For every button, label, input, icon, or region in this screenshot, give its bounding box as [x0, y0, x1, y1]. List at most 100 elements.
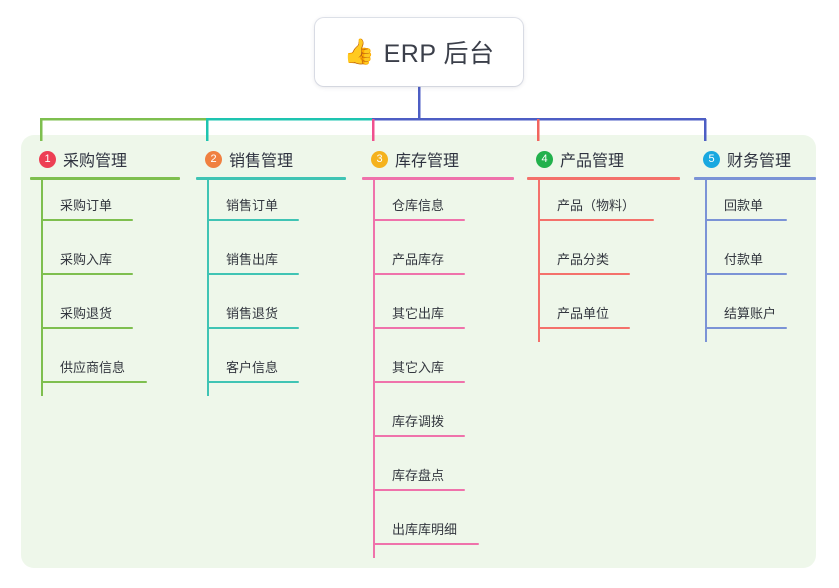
branch-item-rule [41, 273, 133, 275]
branch-item[interactable]: 采购订单 [30, 180, 180, 234]
branch-item[interactable]: 出库库明细 [362, 504, 514, 558]
branch-item-label: 其它出库 [392, 306, 445, 321]
branch-column-3: 3 库存管理仓库信息产品库存其它出库其它入库库存调拨库存盘点出库库明细 [362, 148, 514, 558]
branch-number-badge: 2 [205, 150, 222, 168]
branch-item-label: 产品单位 [557, 306, 610, 321]
branch-item-label: 采购退货 [60, 306, 113, 321]
branch-item[interactable]: 产品库存 [362, 234, 514, 288]
branch-item[interactable]: 采购退货 [30, 288, 180, 342]
branch-column-5: 5 财务管理回款单付款单结算账户 [694, 148, 816, 342]
branch-item-label: 销售订单 [226, 198, 279, 213]
branch-item[interactable]: 其它出库 [362, 288, 514, 342]
branch-items: 回款单付款单结算账户 [694, 180, 816, 342]
branch-item-rule [373, 273, 465, 275]
branch-trunk-line [41, 180, 43, 396]
branch-item[interactable]: 供应商信息 [30, 342, 180, 396]
branch-number-badge: 4 [536, 150, 553, 168]
branch-item-rule [41, 381, 147, 383]
branch-item-rule [373, 489, 465, 491]
branch-item-rule [373, 327, 465, 329]
branch-item[interactable]: 结算账户 [694, 288, 816, 342]
diagram-background-panel [21, 135, 816, 568]
branch-item-rule [41, 327, 133, 329]
branch-item-label: 仓库信息 [392, 198, 445, 213]
branch-number-badge: 3 [371, 150, 388, 168]
branch-trunk-line [538, 180, 540, 342]
branch-item-label: 出库库明细 [392, 522, 458, 537]
branch-number-badge: 1 [39, 150, 56, 168]
branch-item[interactable]: 采购入库 [30, 234, 180, 288]
branch-items: 产品（物料） 产品分类产品单位 [527, 180, 680, 342]
branch-header-5[interactable]: 5 财务管理 [694, 148, 816, 170]
branch-item-rule [705, 273, 787, 275]
branch-item-rule [373, 435, 465, 437]
branch-column-1: 1 采购管理采购订单采购入库采购退货供应商信息 [30, 148, 180, 396]
thumbs-up-icon: 👍 [343, 37, 375, 66]
branch-item-label: 结算账户 [724, 306, 777, 321]
branch-item[interactable]: 产品（物料） [527, 180, 680, 234]
branch-header-rule [694, 177, 816, 180]
branch-item-label: 回款单 [724, 198, 764, 213]
branch-item[interactable]: 销售出库 [196, 234, 346, 288]
branch-header-rule [527, 177, 680, 180]
branch-item[interactable]: 回款单 [694, 180, 816, 234]
branch-item-rule [538, 273, 630, 275]
branch-column-4: 4 产品管理产品（物料） 产品分类产品单位 [527, 148, 680, 342]
branch-header-rule [30, 177, 180, 180]
branch-item-label: 供应商信息 [60, 360, 126, 375]
branch-title: 产品管理 [560, 153, 625, 170]
branch-item-rule [207, 273, 299, 275]
branch-item[interactable]: 仓库信息 [362, 180, 514, 234]
branch-item-label: 采购入库 [60, 252, 113, 267]
branch-item-label: 产品分类 [557, 252, 610, 267]
branch-item-label: 其它入库 [392, 360, 445, 375]
branch-item[interactable]: 其它入库 [362, 342, 514, 396]
branch-header-2[interactable]: 2 销售管理 [196, 148, 346, 170]
branch-item-label: 付款单 [724, 252, 764, 267]
branch-title: 采购管理 [63, 153, 128, 170]
branch-item[interactable]: 产品单位 [527, 288, 680, 342]
branch-items: 仓库信息产品库存其它出库其它入库库存调拨库存盘点出库库明细 [362, 180, 514, 558]
branch-header-1[interactable]: 1 采购管理 [30, 148, 180, 170]
root-node-erp-backend[interactable]: 👍 ERP 后台 [315, 18, 523, 86]
branch-item-label: 产品库存 [392, 252, 445, 267]
branch-item-rule [538, 219, 654, 221]
branch-column-2: 2 销售管理销售订单销售出库销售退货客户信息 [196, 148, 346, 396]
branch-item[interactable]: 产品分类 [527, 234, 680, 288]
branch-item-label: 产品（物料） [557, 198, 636, 213]
branch-items: 销售订单销售出库销售退货客户信息 [196, 180, 346, 396]
branch-title: 财务管理 [727, 153, 792, 170]
branch-items: 采购订单采购入库采购退货供应商信息 [30, 180, 180, 396]
branch-item-rule [705, 327, 787, 329]
branch-item[interactable]: 库存调拨 [362, 396, 514, 450]
root-node-label: ERP 后台 [383, 40, 495, 68]
branch-item[interactable]: 付款单 [694, 234, 816, 288]
branch-header-rule [196, 177, 346, 180]
branch-item-label: 销售出库 [226, 252, 279, 267]
branch-item-rule [41, 219, 133, 221]
branch-number-badge: 5 [703, 150, 720, 168]
branch-item-rule [373, 381, 465, 383]
branch-title: 销售管理 [229, 153, 294, 170]
branch-trunk-line [373, 180, 375, 558]
branch-item-label: 库存调拨 [392, 414, 445, 429]
branch-item[interactable]: 库存盘点 [362, 450, 514, 504]
branch-item-rule [538, 327, 630, 329]
branch-item-rule [207, 327, 299, 329]
branch-item-rule [207, 381, 299, 383]
branch-item[interactable]: 销售订单 [196, 180, 346, 234]
branch-item-label: 客户信息 [226, 360, 279, 375]
branch-item-rule [373, 219, 465, 221]
branch-item-label: 库存盘点 [392, 468, 445, 483]
branch-item[interactable]: 客户信息 [196, 342, 346, 396]
branch-item-label: 采购订单 [60, 198, 113, 213]
branch-item-rule [705, 219, 787, 221]
branch-item-rule [373, 543, 479, 545]
branch-trunk-line [705, 180, 707, 342]
branch-trunk-line [207, 180, 209, 396]
branch-title: 库存管理 [395, 153, 460, 170]
branch-header-3[interactable]: 3 库存管理 [362, 148, 514, 170]
branch-header-4[interactable]: 4 产品管理 [527, 148, 680, 170]
branch-item[interactable]: 销售退货 [196, 288, 346, 342]
